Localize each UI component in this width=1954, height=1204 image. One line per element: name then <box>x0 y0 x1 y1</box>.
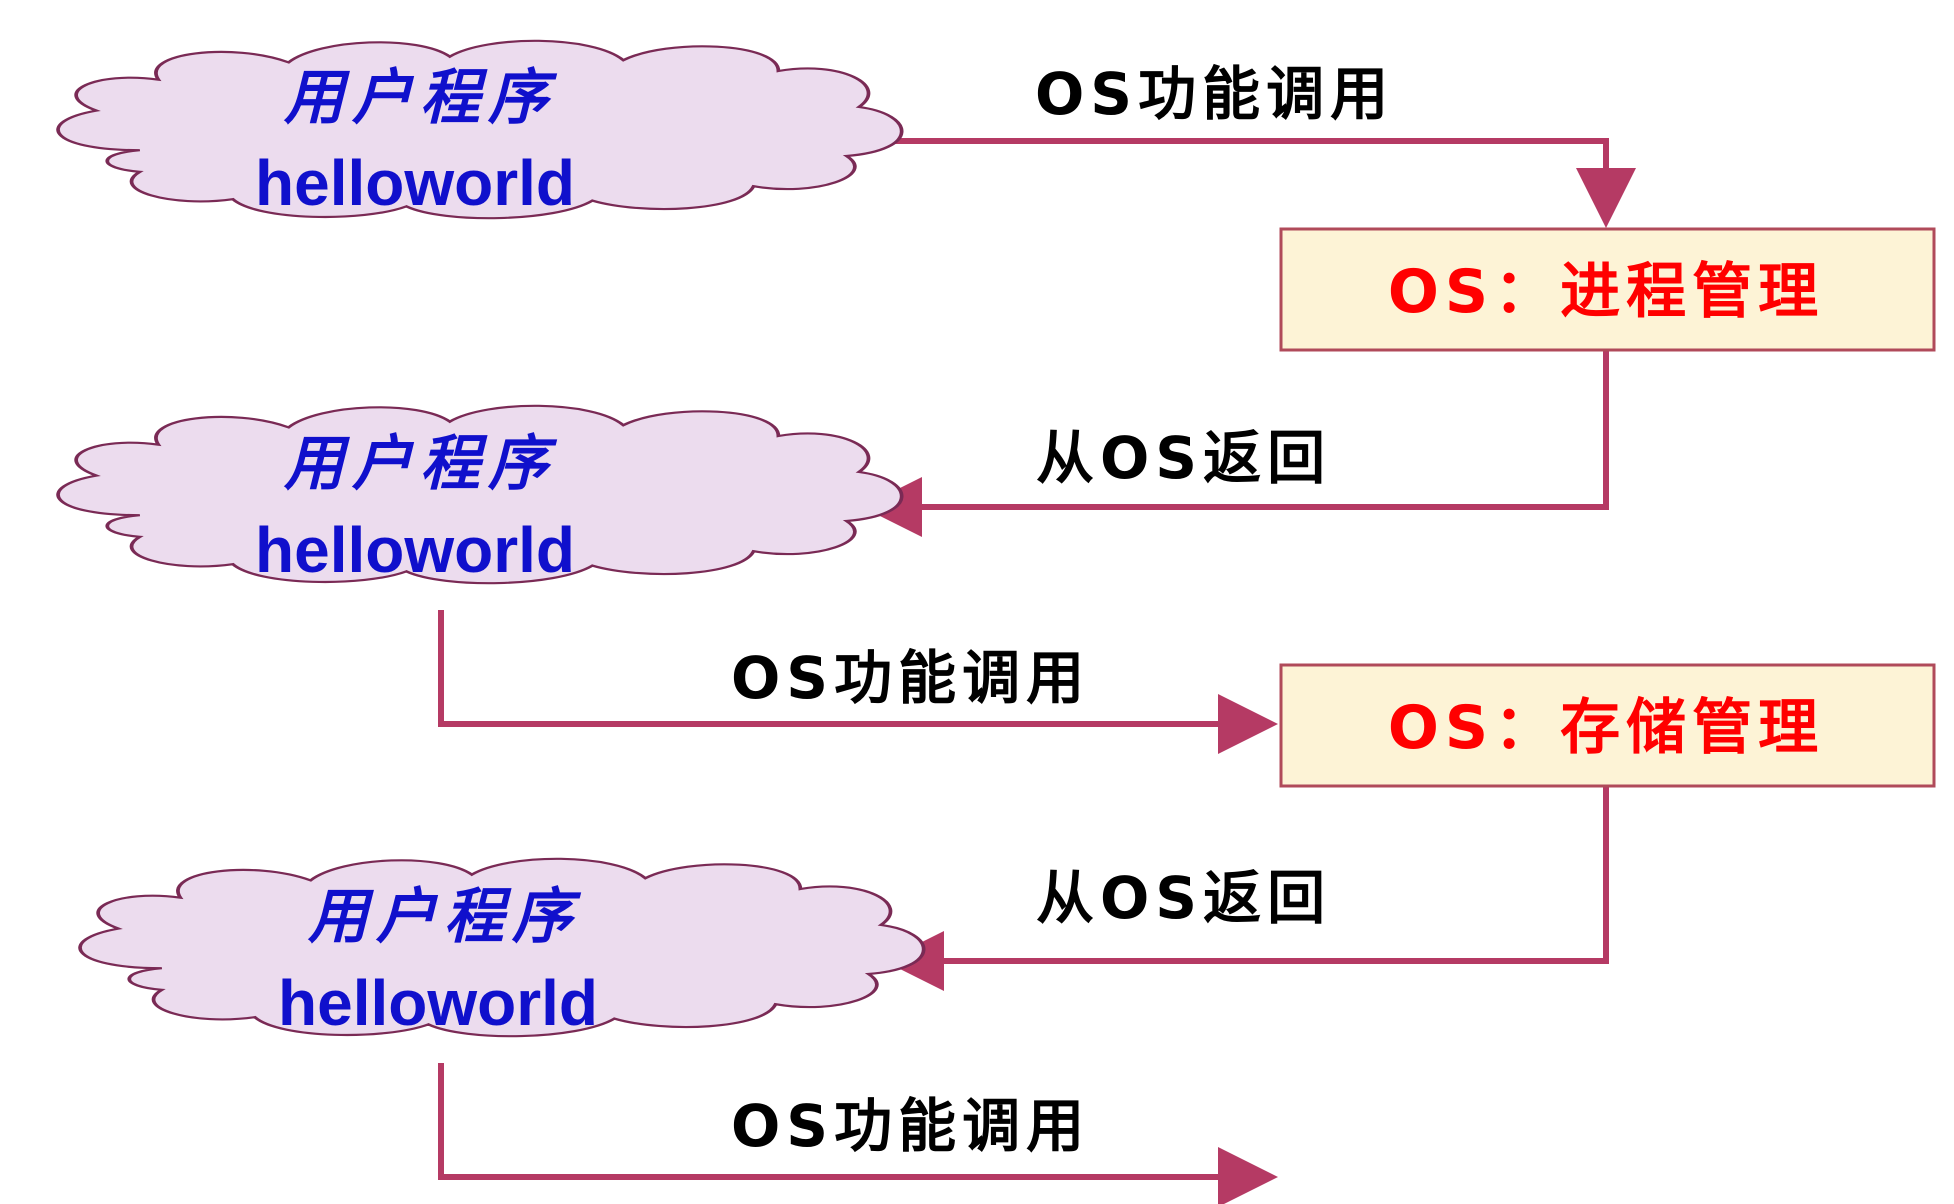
cloud-2-title: 用户程序 <box>283 429 558 499</box>
os-memory-management-box: OS：存储管理 <box>1279 663 1936 788</box>
edge-label-return-2: 从OS返回 <box>1036 864 1331 932</box>
box-2-rect <box>1279 663 1936 788</box>
edge-label-return-1: 从OS返回 <box>1036 424 1331 492</box>
cloud-3-title: 用户程序 <box>307 882 582 952</box>
box-2-label: OS：存储管理 <box>1388 693 1824 763</box>
call-arrow-3 <box>438 1063 1278 1204</box>
return-arrow-1 <box>862 350 1609 537</box>
call-arrow-1 <box>860 138 1636 228</box>
cloud-2-subtitle: helloworld <box>255 514 575 586</box>
connectors <box>438 138 1636 1204</box>
edge-label-call-2: OS功能调用 <box>731 644 1090 712</box>
os-process-management-box: OS：进程管理 <box>1279 227 1936 352</box>
box-1-label: OS：进程管理 <box>1388 257 1824 327</box>
box-1-rect <box>1279 227 1936 352</box>
call-arrow-2 <box>438 610 1278 754</box>
return-arrow-2 <box>884 786 1609 991</box>
cloud-1-subtitle: helloworld <box>255 147 575 219</box>
edge-label-call-3: OS功能调用 <box>731 1092 1090 1160</box>
cloud-3-subtitle: helloworld <box>278 967 598 1039</box>
edge-label-call-1: OS功能调用 <box>1035 60 1394 128</box>
cloud-1-title: 用户程序 <box>283 63 558 133</box>
